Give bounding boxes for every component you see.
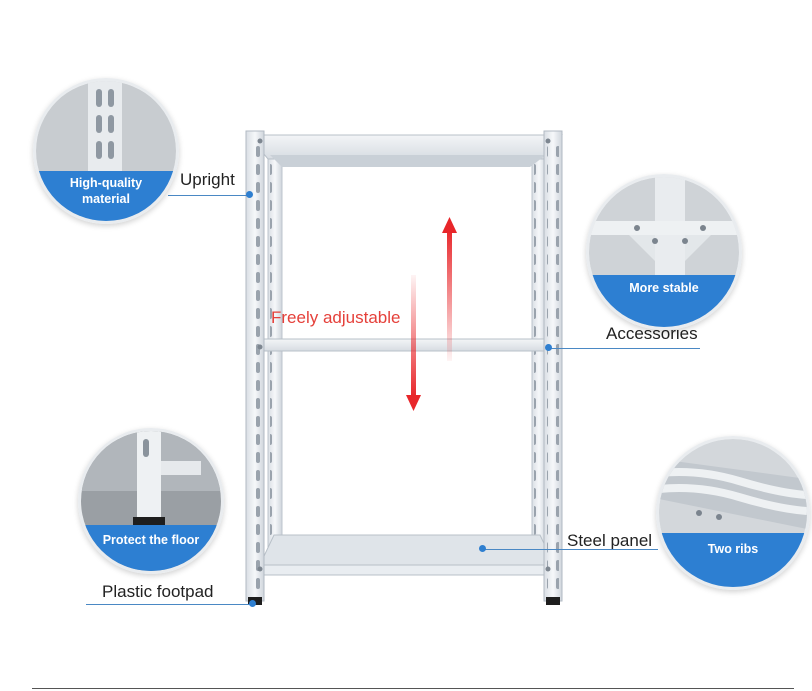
accessories-leader-line (550, 348, 700, 349)
two-ribs-text: Two ribs (707, 542, 759, 556)
upright-closeup-image (36, 81, 176, 221)
bottom-divider (32, 688, 794, 689)
footpad-closeup-image (81, 431, 221, 571)
accessories-marker (545, 344, 552, 351)
steel-panel-label: Steel panel (567, 531, 653, 550)
steel-panel-leader-line (484, 549, 658, 550)
steel-panel-marker (479, 545, 486, 552)
freely-adjustable-label: Freely adjustable (271, 308, 401, 327)
upright-label: Upright (180, 170, 235, 189)
more-stable-badge: More stable (586, 174, 742, 330)
upright-leader-line (168, 195, 250, 196)
high-quality-line1: High-quality (69, 176, 143, 190)
protect-the-floor-badge: Protect the floor (78, 428, 224, 574)
high-quality-line2: material (82, 192, 130, 206)
high-quality-material-badge: High-quality material (33, 78, 179, 224)
more-stable-text: More stable (629, 281, 699, 295)
upright-marker (246, 191, 253, 198)
plastic-footpad-marker (249, 600, 256, 607)
plastic-footpad-label: Plastic footpad (102, 582, 214, 601)
shelf-rib-closeup-image (659, 439, 807, 587)
plastic-footpad-leader-line (86, 604, 254, 605)
adjust-arrows-icon (406, 217, 457, 411)
joint-closeup-image (589, 177, 739, 327)
steel-shelf-rack (245, 130, 563, 605)
two-ribs-badge: Two ribs (656, 436, 810, 590)
protect-the-floor-text: Protect the floor (102, 533, 200, 547)
